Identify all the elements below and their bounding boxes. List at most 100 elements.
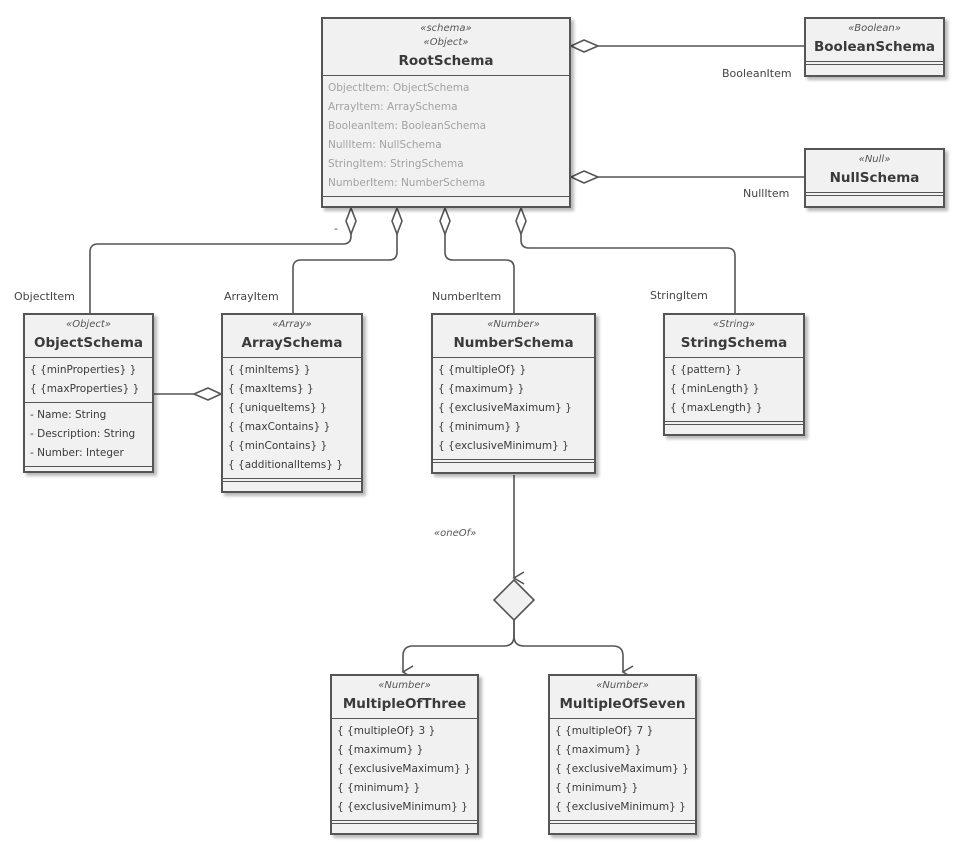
class-name: MultipleOfSeven — [559, 696, 686, 712]
attribute-row: ArrayItem: ArraySchema — [328, 101, 458, 113]
stereotype-object: «Object» — [423, 37, 469, 48]
attribute-row: NumberItem: NumberSchema — [328, 177, 486, 189]
attribute-compartment — [332, 820, 477, 823]
number-item-connector — [444, 234, 515, 313]
class-name: NullSchema — [829, 170, 920, 186]
constraint-row: { {minContains} } — [228, 440, 328, 452]
constraint-row: { {maximum} } — [555, 744, 642, 756]
class-name: MultipleOfThree — [342, 696, 467, 712]
operation-compartment — [323, 196, 569, 199]
constraint-row: { {maxProperties} } — [30, 383, 140, 395]
branch-to-multiple-of-three — [401, 620, 515, 679]
object-item-connector — [89, 234, 352, 313]
attribute-row: - Name: String — [30, 409, 107, 421]
class-name: RootSchema — [398, 53, 494, 69]
multiple-of-seven-class[interactable]: «Number» MultipleOfSeven { {multipleOf} … — [548, 674, 697, 835]
class-name: StringSchema — [680, 335, 788, 351]
array-item-connector — [292, 234, 398, 313]
operation-compartment — [433, 462, 594, 465]
constraint-row: { {maximum} } — [337, 744, 424, 756]
constraint-compartment: { {multipleOf} } { {maximum} } { {exclus… — [433, 357, 594, 459]
constraint-row: { {multipleOf} } — [438, 364, 527, 376]
constraint-row: { {minLength} } — [670, 383, 760, 395]
constraint-compartment: { {multipleOf} 3 } { {maximum} } { {excl… — [332, 718, 477, 820]
stereotype: «Number» — [378, 680, 431, 691]
boolean-aggregation-diamond — [569, 39, 601, 53]
attribute-compartment — [550, 820, 695, 823]
stereotype: «Object» — [66, 319, 111, 330]
constraint-compartment: { {minProperties} } { {maxProperties} } — [25, 357, 152, 402]
attribute-compartment — [433, 459, 594, 462]
attribute-row: ObjectItem: ObjectSchema — [328, 82, 470, 94]
stereotype: «Array» — [272, 319, 312, 330]
stereotype: «Number» — [487, 319, 540, 330]
attribute-compartment — [806, 192, 943, 195]
root-schema-class[interactable]: «schema» «Object» RootSchema ObjectItem:… — [321, 17, 571, 208]
attribute-row: StringItem: StringSchema — [328, 158, 464, 170]
stereotype: «Null» — [858, 154, 891, 165]
constraint-row: { {exclusiveMinimum} } — [438, 440, 569, 452]
constraint-row: { {exclusiveMaximum} } — [438, 402, 572, 414]
operation-compartment — [25, 466, 152, 469]
constraint-row: { {multipleOf} 3 } — [337, 725, 436, 737]
number-item-label: NumberItem — [432, 290, 502, 303]
constraint-row: { {minimum} } — [337, 782, 421, 794]
null-item-label: NullItem — [743, 187, 790, 200]
constraint-row: { {minProperties} } — [30, 364, 137, 376]
attribute-row: NullItem: NullSchema — [328, 139, 442, 151]
stereotype: «Number» — [596, 680, 649, 691]
operation-compartment — [806, 195, 943, 198]
attribute-compartment — [223, 478, 361, 481]
constraint-row: { {exclusiveMinimum} } — [555, 801, 686, 813]
object-schema-class[interactable]: «Object» ObjectSchema { {minProperties} … — [23, 313, 154, 473]
operation-compartment — [332, 823, 477, 826]
attribute-compartment — [806, 61, 943, 64]
decision-diamond — [492, 578, 536, 622]
constraint-row: { {uniqueItems} } — [228, 402, 327, 414]
stereotype-schema: «schema» — [420, 23, 472, 34]
constraint-row: { {pattern} } — [670, 364, 742, 376]
dash-label: - — [334, 222, 338, 235]
constraint-row: { {multipleOf} 7 } — [555, 725, 654, 737]
constraint-compartment: { {multipleOf} 7 } { {maximum} } { {excl… — [550, 718, 695, 820]
stereotype: «Boolean» — [848, 23, 901, 34]
constraint-row: { {maximum} } — [438, 383, 525, 395]
array-aggregation-diamond — [391, 205, 403, 237]
array-item-label: ArrayItem — [224, 290, 279, 303]
boolean-item-label: BooleanItem — [722, 67, 792, 80]
constraint-row: { {exclusiveMaximum} } — [555, 763, 689, 775]
number-schema-class[interactable]: «Number» NumberSchema { {multipleOf} } {… — [431, 313, 596, 474]
constraint-row: { {additionalItems} } — [228, 459, 343, 471]
object-item-label: ObjectItem — [14, 290, 75, 303]
boolean-schema-class[interactable]: «Boolean» BooleanSchema — [804, 17, 945, 77]
attribute-row: - Number: Integer — [30, 447, 124, 459]
constraint-compartment: { {minItems} } { {maxItems} } { {uniqueI… — [223, 357, 361, 478]
constraint-compartment: { {pattern} } { {minLength} } { {maxLeng… — [665, 357, 803, 421]
constraint-row: { {maxItems} } — [228, 383, 314, 395]
string-schema-class[interactable]: «String» StringSchema { {pattern} } { {m… — [663, 313, 805, 436]
constraint-row: { {minimum} } — [438, 421, 522, 433]
attribute-compartment: ObjectItem: ObjectSchema ArrayItem: Arra… — [323, 75, 569, 196]
string-aggregation-diamond — [515, 205, 527, 237]
array-schema-class[interactable]: «Array» ArraySchema { {minItems} } { {ma… — [221, 313, 363, 493]
class-name: ArraySchema — [241, 335, 343, 351]
constraint-row: { {exclusiveMinimum} } — [337, 801, 468, 813]
string-item-connector — [520, 234, 736, 313]
constraint-row: { {maxLength} } — [670, 402, 763, 414]
multiple-of-three-class[interactable]: «Number» MultipleOfThree { {multipleOf} … — [330, 674, 479, 835]
class-name: NumberSchema — [453, 335, 574, 351]
null-aggregation-diamond — [569, 170, 601, 184]
operation-compartment — [550, 823, 695, 826]
null-schema-class[interactable]: «Null» NullSchema — [804, 148, 945, 208]
stereotype: «String» — [712, 319, 756, 330]
constraint-row: { {minimum} } — [555, 782, 639, 794]
number-aggregation-diamond — [439, 205, 451, 237]
constraint-row: { {minItems} } — [228, 364, 311, 376]
constraint-row: { {maxContains} } — [228, 421, 331, 433]
operation-compartment — [806, 64, 943, 67]
operation-compartment — [665, 424, 803, 427]
class-name: ObjectSchema — [33, 335, 144, 351]
branch-to-multiple-of-seven — [513, 620, 634, 679]
attribute-compartment: - Name: String - Description: String - N… — [25, 402, 152, 466]
